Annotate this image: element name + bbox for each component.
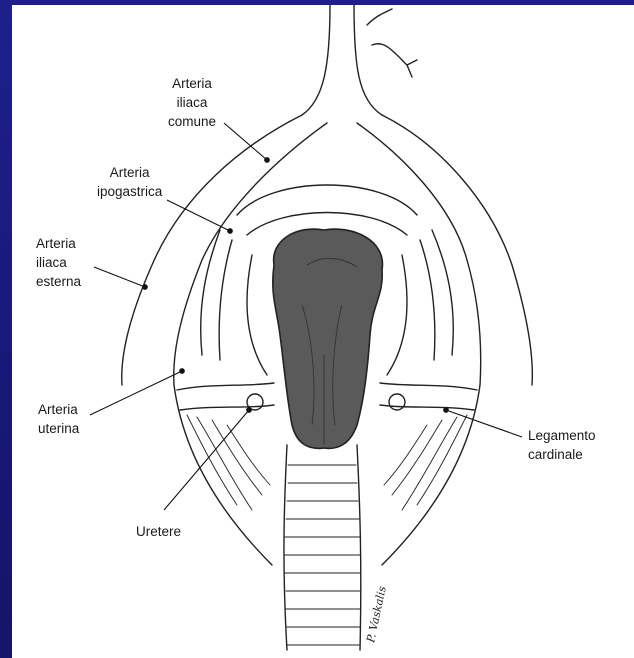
label-line: Arteria [36,234,81,253]
label-line: Arteria [97,163,162,182]
label-line: comune [168,112,216,131]
label-uterina: Arteria uterina [38,400,79,438]
label-legamento: Legamento cardinale [528,426,596,464]
pelvic-arc [237,185,417,215]
illustration-panel: P. Vaskalis [12,5,634,658]
label-ipogastrica: Arteria ipogastrica [97,163,162,201]
leader-iliaca-esterna [94,267,145,287]
cardinal-right-top [380,383,477,390]
leader-uterina [90,371,182,415]
label-line: ipogastrica [97,182,162,201]
aorta-right-wall [354,5,382,115]
label-line: Legamento [528,426,596,445]
label-iliaca-esterna: Arteria iliaca esterna [36,234,81,291]
vagina-right-wall [357,445,361,650]
aorta-left-wall [302,5,330,115]
lower-wall-left [174,385,272,565]
fold-left [247,255,267,375]
small-vessel-top-right [367,9,417,77]
hypogastric-left [201,230,232,360]
label-line: esterna [36,272,81,291]
ureter-right [389,394,405,410]
label-iliaca-comune: Arteria iliaca comune [168,74,216,131]
leader-legamento [446,410,522,437]
leader-ipogastrica [167,200,230,231]
tissue-right [384,415,467,510]
label-line: uterina [38,419,79,438]
tissue-left [187,415,270,510]
anatomy-drawing: P. Vaskalis [12,5,634,658]
artist-signature: P. Vaskalis [364,585,389,645]
common-iliac-right-outer [382,115,532,385]
label-line: iliaca [36,253,81,272]
label-line: Arteria [168,74,216,93]
fold-right [387,255,407,375]
label-uretere: Uretere [136,522,181,541]
leader-iliaca-comune [224,123,267,160]
label-line: cardinale [528,445,596,464]
vagina-left-wall [284,445,287,650]
label-line: Arteria [38,400,79,419]
cardinal-left-top [177,383,274,390]
uterus-shape [273,229,383,448]
label-line: iliaca [168,93,216,112]
hypogastric-right [420,230,453,360]
lower-wall-right [382,385,480,565]
vagina-rings [285,465,360,645]
